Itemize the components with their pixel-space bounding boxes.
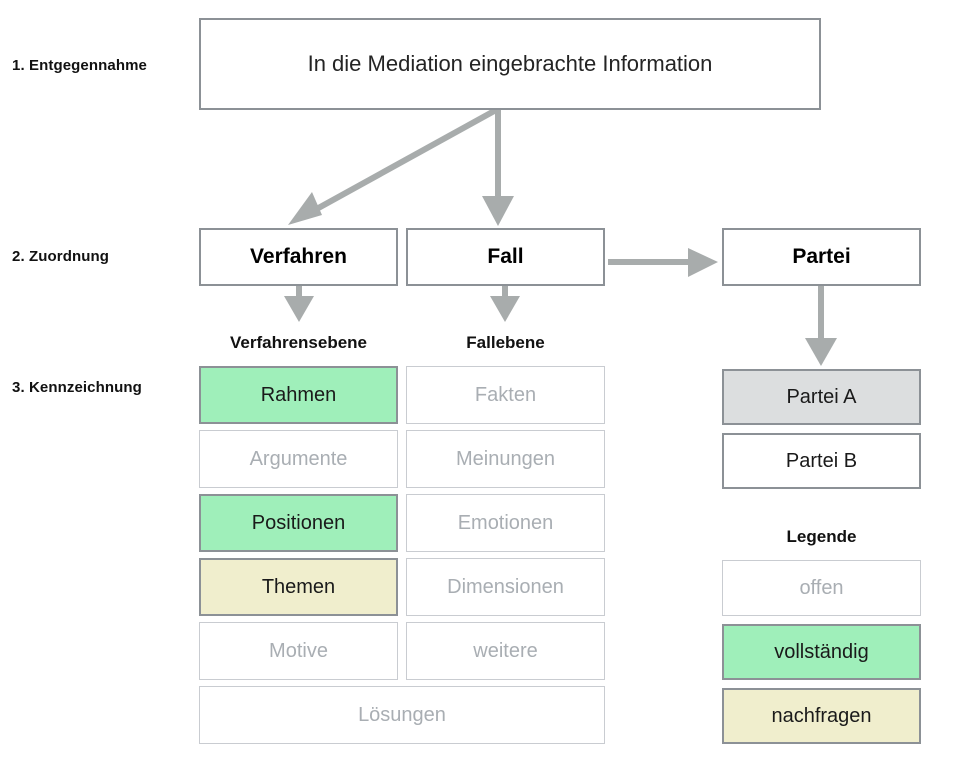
stage-label-kennzeichnung: 3. Kennzeichnung xyxy=(12,379,142,396)
verfahrensebene-item-positionen[interactable]: Positionen xyxy=(199,494,398,552)
verfahrensebene-item-themen[interactable]: Themen xyxy=(199,558,398,616)
assignment-box-partei[interactable]: Partei xyxy=(722,228,921,286)
verfahrensebene-item-motive[interactable]: Motive xyxy=(199,622,398,680)
column-header-fallebene: Fallebene xyxy=(466,333,545,352)
verfahrensebene-item-rahmen[interactable]: Rahmen xyxy=(199,366,398,424)
legend-item-vollstaendig: vollständig xyxy=(722,624,921,680)
fallebene-item-meinungen[interactable]: Meinungen xyxy=(406,430,605,488)
stage-label-zuordnung: 2. Zuordnung xyxy=(12,248,110,265)
assignment-box-verfahren[interactable]: Verfahren xyxy=(199,228,398,286)
fallebene-item-emotionen[interactable]: Emotionen xyxy=(406,494,605,552)
column-header-verfahrensebene: Verfahrensebene xyxy=(229,333,367,352)
party-item-partei-b[interactable]: Partei B xyxy=(722,433,921,489)
stage-label-entgegennahme: 1. Entgegennahme xyxy=(12,57,147,74)
fallebene-item-dimensionen[interactable]: Dimensionen xyxy=(406,558,605,616)
arrow-info-to-fall xyxy=(482,110,514,226)
party-item-partei-a[interactable]: Partei A xyxy=(722,369,921,425)
verfahrensebene-item-argumente[interactable]: Argumente xyxy=(199,430,398,488)
legend-item-nachfragen: nachfragen xyxy=(722,688,921,744)
legend-item-offen: offen xyxy=(722,560,921,616)
arrow-verfahren-to-ebene xyxy=(284,286,314,322)
arrow-fall-to-partei xyxy=(608,248,718,277)
spanning-item-loesungen[interactable]: Lösungen xyxy=(199,686,605,744)
legend-title: Legende xyxy=(786,527,857,546)
arrow-info-to-verfahren xyxy=(288,107,498,225)
arrow-fall-to-ebene xyxy=(490,286,520,322)
information-box[interactable]: In die Mediation eingebrachte Informatio… xyxy=(199,18,821,110)
assignment-box-fall[interactable]: Fall xyxy=(406,228,605,286)
fallebene-item-fakten[interactable]: Fakten xyxy=(406,366,605,424)
fallebene-item-weitere[interactable]: weitere xyxy=(406,622,605,680)
arrow-partei-to-partei-a xyxy=(805,286,837,366)
